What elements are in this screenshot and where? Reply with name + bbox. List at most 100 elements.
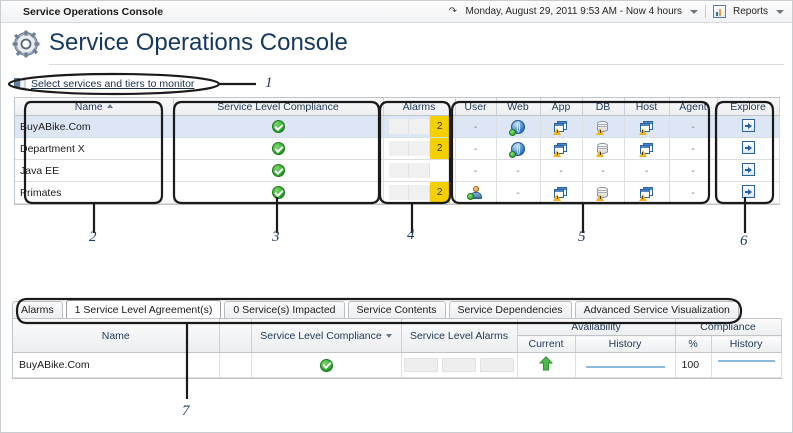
column-header-explore[interactable]: Explore	[717, 98, 780, 116]
tab-service-contents[interactable]: Service Contents	[347, 301, 446, 319]
tier-web-cell: -	[496, 181, 541, 204]
alarm-severity-box[interactable]	[409, 185, 430, 200]
sla-severity-box[interactable]	[441, 358, 477, 372]
alarm-count-badge[interactable]: 2	[429, 182, 450, 203]
report-chart-icon[interactable]	[712, 5, 726, 18]
column-header-service-level-alarms[interactable]: Service Level Alarms	[401, 319, 518, 353]
tier-user-cell: -	[455, 137, 497, 160]
alarms-cell[interactable]: 2	[383, 137, 456, 160]
empty-value: -	[559, 165, 563, 177]
reports-chevron-down-icon[interactable]	[776, 9, 784, 14]
column-header-availability-history[interactable]: History	[575, 335, 676, 353]
select-services-row[interactable]: Select services and tiers to monitor	[14, 77, 194, 90]
alarm-severity-box[interactable]	[388, 163, 410, 178]
empty-value: -	[516, 165, 520, 177]
tab-1-service-level-agreement-s[interactable]: 1 Service Level Agreement(s)	[65, 300, 222, 319]
column-header-name[interactable]: Name	[15, 98, 174, 116]
explore-cell[interactable]	[717, 115, 780, 138]
sort-descending-icon	[385, 333, 392, 338]
green-check-icon	[271, 142, 285, 155]
toolbar-divider	[704, 5, 706, 18]
column-header-web[interactable]: Web	[496, 98, 541, 116]
explore-arrow-icon[interactable]	[741, 118, 755, 132]
sla-compliance-cell	[251, 352, 402, 378]
column-header-slc-label: Service Level Compliance	[260, 329, 382, 342]
column-header-user[interactable]: User	[455, 98, 497, 116]
service-name-cell[interactable]: Primates	[15, 181, 174, 204]
alarm-severity-box[interactable]	[388, 141, 410, 156]
column-header-name[interactable]: Name	[13, 319, 220, 353]
column-header-host[interactable]: Host	[624, 98, 670, 116]
select-services-link[interactable]: Select services and tiers to monitor	[31, 77, 195, 90]
service-name-cell[interactable]: BuyABike.Com	[15, 115, 174, 138]
empty-value: -	[691, 165, 695, 177]
alarm-severity-box[interactable]	[409, 163, 430, 178]
services-table-header-row: Name Service Level Compliance Alarms Use…	[15, 98, 780, 116]
alarms-cell[interactable]	[383, 159, 456, 182]
column-header-compliance-pct[interactable]: %	[675, 335, 712, 353]
tab-alarms[interactable]: Alarms	[12, 301, 63, 319]
column-header-service-level-compliance[interactable]: Service Level Compliance	[251, 319, 402, 353]
tier-user-cell	[455, 181, 497, 204]
column-header-compliance-history[interactable]: History	[711, 335, 782, 353]
alarm-severity-box[interactable]	[388, 119, 410, 134]
alarm-count-badge[interactable]: 2	[429, 138, 450, 159]
explore-cell[interactable]	[717, 137, 780, 160]
sla-severity-box[interactable]	[480, 358, 515, 372]
alarms-cell[interactable]: 2	[383, 181, 456, 204]
sla-severity-box[interactable]	[403, 358, 438, 372]
explore-cell[interactable]	[717, 159, 780, 182]
column-header-agent[interactable]: Agent	[669, 98, 718, 116]
window-title: Service Operations Console	[23, 6, 164, 18]
sla-table-group-header-row: Name Service Level Compliance Service Le…	[13, 319, 782, 353]
green-check-icon	[319, 358, 333, 372]
explore-arrow-icon[interactable]	[741, 162, 755, 176]
services-table: Name Service Level Compliance Alarms Use…	[15, 98, 780, 204]
sla-name-cell[interactable]: BuyABike.Com	[13, 352, 220, 378]
column-header-availability-current[interactable]: Current	[517, 335, 576, 353]
column-header-app[interactable]: App	[540, 98, 583, 116]
tier-db-cell	[582, 115, 625, 138]
time-range-chevron-down-icon[interactable]	[689, 9, 698, 14]
column-group-header-availability: Availability	[517, 319, 676, 336]
time-range-label[interactable]: Monday, August 29, 2011 9:53 AM - Now 4 …	[465, 6, 682, 17]
service-name-cell[interactable]: Department X	[15, 137, 174, 160]
alarm-severity-box[interactable]	[430, 160, 450, 181]
explore-arrow-icon[interactable]	[741, 140, 755, 154]
header-divider	[49, 64, 784, 65]
table-row[interactable]: Java EE------	[15, 159, 780, 182]
globe-ok-icon	[509, 119, 525, 136]
empty-value: -	[473, 121, 478, 133]
column-header-service-level-compliance[interactable]: Service Level Compliance	[173, 98, 384, 116]
tab-0-service-s-impacted[interactable]: 0 Service(s) Impacted	[224, 301, 345, 319]
service-level-compliance-cell	[173, 159, 384, 182]
tab-advanced-service-visualization[interactable]: Advanced Service Visualization	[574, 301, 739, 319]
compliance-history-cell	[711, 352, 782, 378]
alarm-count-badge[interactable]: 2	[429, 116, 450, 137]
details-tab-content: Name Service Level Compliance Service Le…	[12, 318, 782, 379]
explore-cell[interactable]	[717, 181, 780, 204]
service-name-cell[interactable]: Java EE	[15, 159, 174, 182]
sla-table-sub-header-row: Current History % History	[13, 335, 782, 353]
select-services-icon	[14, 77, 27, 90]
alarm-severity-box[interactable]	[388, 185, 410, 200]
tier-app-cell: -	[540, 159, 583, 182]
sla-alarms-cell[interactable]	[401, 352, 518, 378]
alarm-severity-box[interactable]	[409, 119, 430, 134]
service-level-compliance-cell	[173, 137, 384, 160]
column-header-alarms[interactable]: Alarms	[383, 98, 456, 116]
host-warning-icon	[638, 186, 654, 201]
alarm-severity-box[interactable]	[409, 141, 430, 156]
reports-label[interactable]: Reports	[732, 6, 768, 17]
empty-value: -	[473, 143, 478, 155]
tab-service-dependencies[interactable]: Service Dependencies	[448, 301, 572, 319]
explore-arrow-icon[interactable]	[741, 184, 755, 198]
column-header-db[interactable]: DB	[582, 98, 625, 116]
alarms-cell[interactable]: 2	[383, 115, 456, 138]
service-level-compliance-cell	[173, 181, 384, 204]
